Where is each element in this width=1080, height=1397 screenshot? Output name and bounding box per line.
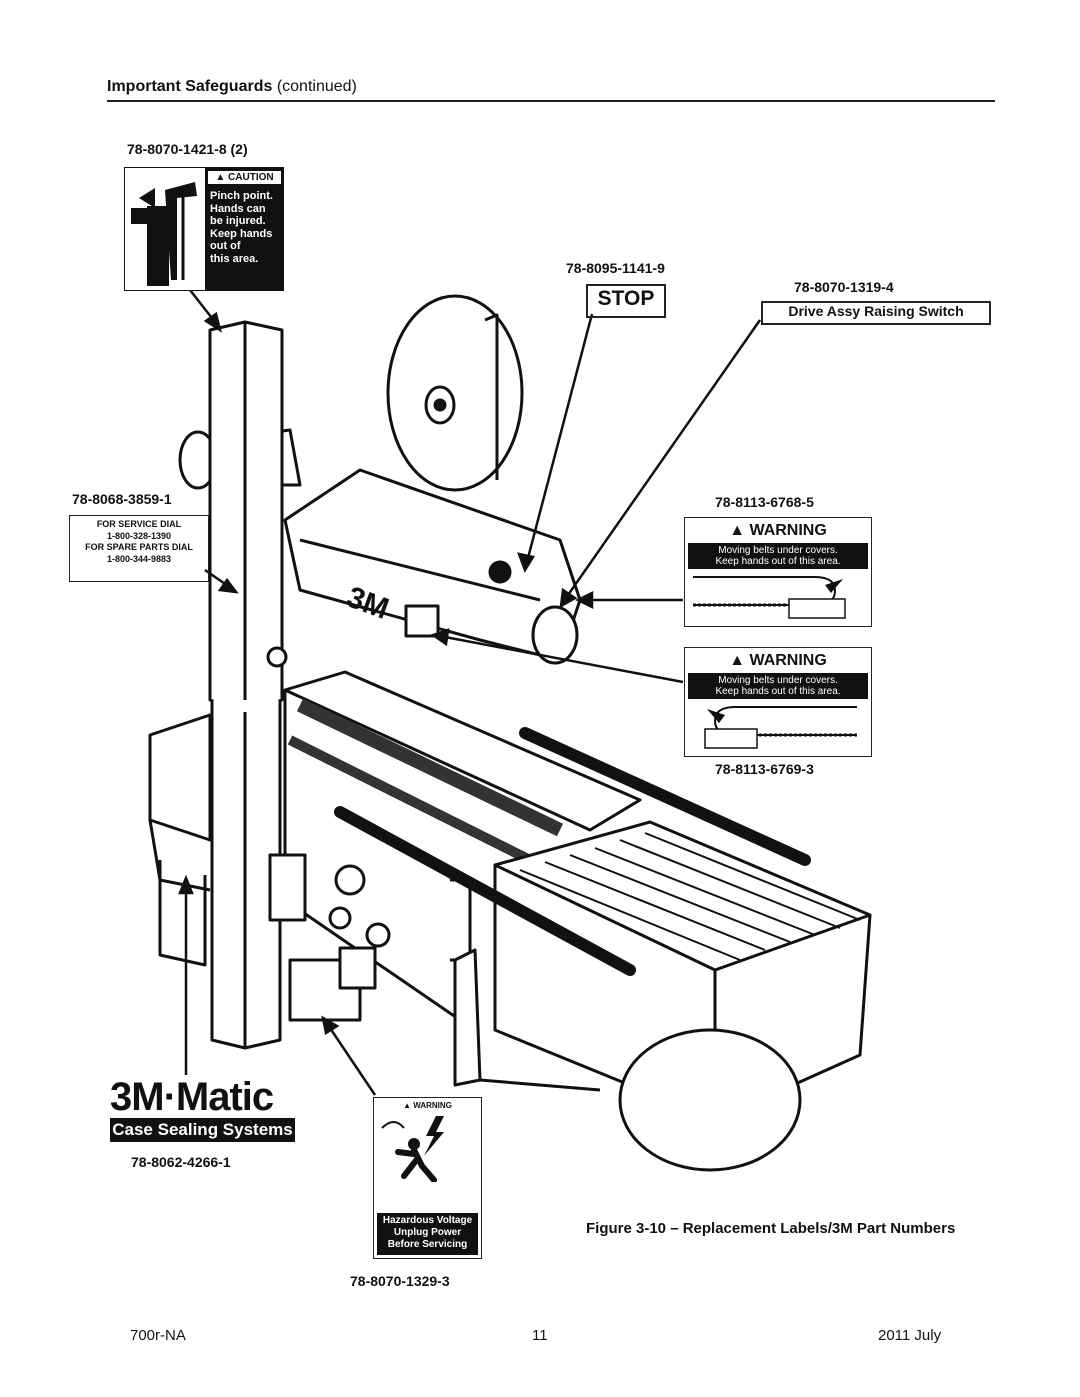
electric-shock-icon [381, 1116, 444, 1183]
part-number-service: 78-8068-3859-1 [72, 491, 172, 507]
footer-doc-id: 700r-NA [130, 1327, 186, 1344]
caution-text: Pinch point. Hands can be injured. Keep … [210, 190, 273, 265]
warning-belt-label-right: ▲ WARNING Moving belts under covers. Kee… [684, 517, 872, 627]
belt-hand-icon [693, 576, 846, 619]
header-rule [107, 100, 995, 102]
warning-belt-label-left: ▲ WARNING Moving belts under covers. Kee… [684, 647, 872, 757]
belt-hand-icon [704, 706, 857, 749]
part-number-warning-right: 78-8113-6768-5 [715, 494, 814, 510]
footer-date: 2011 July [878, 1327, 942, 1344]
logo-wordmark: 3M·Matic [110, 1075, 274, 1119]
logo-subtitle: Case Sealing Systems [110, 1118, 295, 1142]
warning-heading: ▲ WARNING [729, 522, 827, 539]
figure-caption: Figure 3-10 – Replacement Labels/3M Part… [586, 1220, 956, 1237]
part-number-stop: 78-8095-1141-9 [566, 260, 665, 276]
pinch-hand-icon [125, 168, 205, 290]
roller-bed [493, 820, 872, 972]
hv-heading: ▲ WARNING [403, 1101, 452, 1110]
caution-label: ▲ CAUTION Pinch point. Hands can be inju… [124, 167, 284, 291]
conveyor-bed [283, 670, 642, 832]
section-heading: Important Safeguards (continued) [107, 78, 357, 96]
part-number-drive-switch: 78-8070-1319-4 [794, 279, 894, 295]
warning-text: Moving belts under covers. Keep hands ou… [688, 543, 868, 569]
section-continued: (continued) [276, 78, 357, 95]
warning-heading: ▲ WARNING [729, 652, 827, 669]
part-number-logo: 78-8062-4266-1 [131, 1154, 231, 1170]
footer-page-number: 11 [532, 1327, 548, 1344]
part-number-caution: 78-8070-1421-8 (2) [127, 141, 248, 157]
caution-heading: ▲ CAUTION [208, 171, 281, 184]
section-title: Important Safeguards [107, 78, 273, 95]
stop-label: STOP [586, 284, 666, 318]
3m-matic-logo-label: 3M·Matic Case Sealing Systems [110, 1075, 295, 1143]
service-label: FOR SERVICE DIAL 1-800-328-1390 FOR SPAR… [69, 515, 209, 582]
warning-text: Moving belts under covers. Keep hands ou… [688, 673, 868, 699]
hv-text: Hazardous Voltage Unplug Power Before Se… [377, 1213, 478, 1255]
hazardous-voltage-label: ▲ WARNING Hazardous Voltage Unplug Power… [373, 1097, 482, 1259]
part-number-warning-left: 78-8113-6769-3 [715, 761, 814, 777]
drive-switch-label: Drive Assy Raising Switch [761, 301, 991, 325]
part-number-hazard: 78-8070-1329-3 [350, 1273, 450, 1289]
tape-reel [386, 294, 524, 492]
